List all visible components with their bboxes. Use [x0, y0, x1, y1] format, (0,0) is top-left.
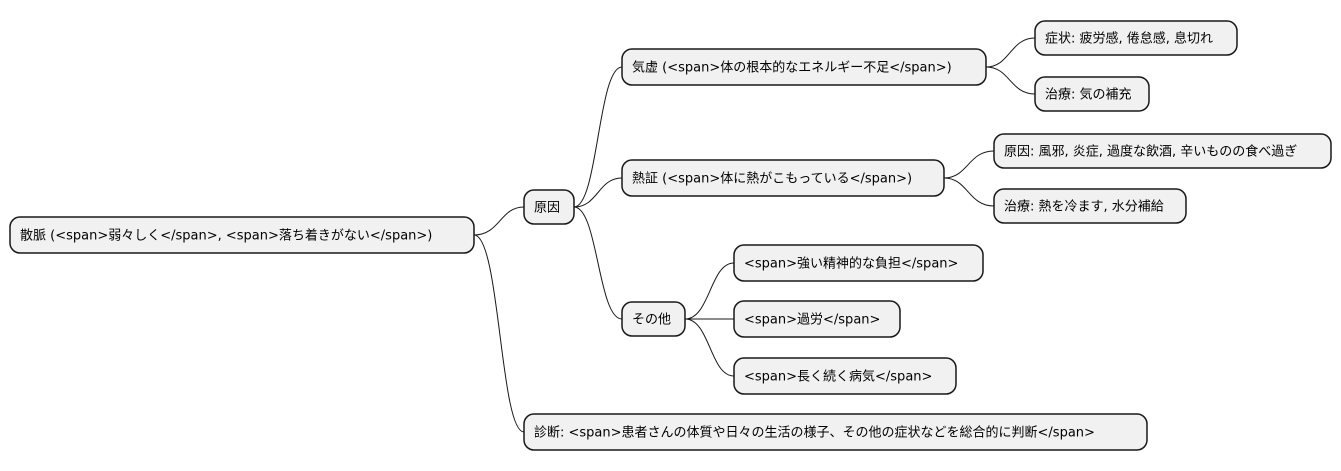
edge-heat-causes — [943, 150, 995, 179]
root-label: 散脈 (<span>弱々しく</span>, <span>落ち着きがない</sp… — [20, 228, 432, 244]
edge-heat-treatment — [943, 177, 995, 207]
heat-causes-node: 原因: 風邪, 炎症, 過度な飲酒, 辛いものの食べ過ぎ — [993, 133, 1332, 169]
edge-other-item3 — [684, 318, 735, 377]
other-item-node: <span>長く続く病気</span> — [733, 357, 957, 395]
qi-deficiency-label: 気虚 (<span>体の根本的なエネルギー不足</span>) — [632, 60, 952, 76]
edge-qi-treatment — [985, 66, 1036, 95]
heat-treatment-label: 治療: 熱を冷ます, 水分補給 — [1004, 200, 1164, 215]
connectors — [473, 37, 1036, 433]
other-item-node: <span>強い精神的な負担</span> — [733, 244, 984, 282]
other-label: その他 — [632, 313, 671, 328]
qi-treatment-node: 治療: 気の補充 — [1034, 76, 1150, 112]
heat-causes-label: 原因: 風邪, 炎症, 過度な飲酒, 辛いものの食べ過ぎ — [1004, 144, 1297, 160]
other-item-node: <span>過労</span> — [733, 300, 901, 338]
edge-root-cause — [473, 206, 525, 236]
qi-symptoms-label: 症状: 疲労感, 倦怠感, 息切れ — [1045, 31, 1213, 47]
other-item-label: <span>強い精神的な負担</span> — [744, 256, 958, 272]
qi-deficiency-node: 気虚 (<span>体の根本的なエネルギー不足</span>) — [621, 48, 987, 86]
edge-other-item1 — [684, 262, 735, 320]
edge-qi-symptoms — [985, 37, 1036, 68]
heat-label: 熱証 (<span>体に熱がこもっている</span>) — [632, 172, 912, 187]
other-node: その他 — [621, 301, 686, 337]
other-item-label: <span>長く続く病気</span> — [744, 369, 932, 385]
heat-treatment-node: 治療: 熱を冷ます, 水分補給 — [993, 188, 1187, 224]
edge-cause-qi — [573, 66, 623, 208]
edge-cause-other — [573, 206, 623, 320]
cause-label: 原因 — [534, 201, 560, 216]
qi-treatment-label: 治療: 気の補充 — [1045, 87, 1132, 103]
other-item-label: <span>過労</span> — [744, 313, 880, 328]
qi-symptoms-node: 症状: 疲労感, 倦怠感, 息切れ — [1034, 20, 1238, 56]
cause-node: 原因 — [523, 189, 575, 225]
diagnosis-node: 診断: <span>患者さんの体質や日々の生活の様子、その他の症状などを総合的に… — [523, 413, 1148, 451]
heat-node: 熱証 (<span>体に熱がこもっている</span>) — [621, 159, 945, 197]
diagnosis-label: 診断: <span>患者さんの体質や日々の生活の様子、その他の症状などを総合的に… — [534, 425, 1095, 441]
root-node: 散脈 (<span>弱々しく</span>, <span>落ち着きがない</sp… — [9, 216, 475, 254]
edge-root-diagnosis — [473, 234, 525, 433]
edge-cause-heat — [573, 177, 623, 208]
